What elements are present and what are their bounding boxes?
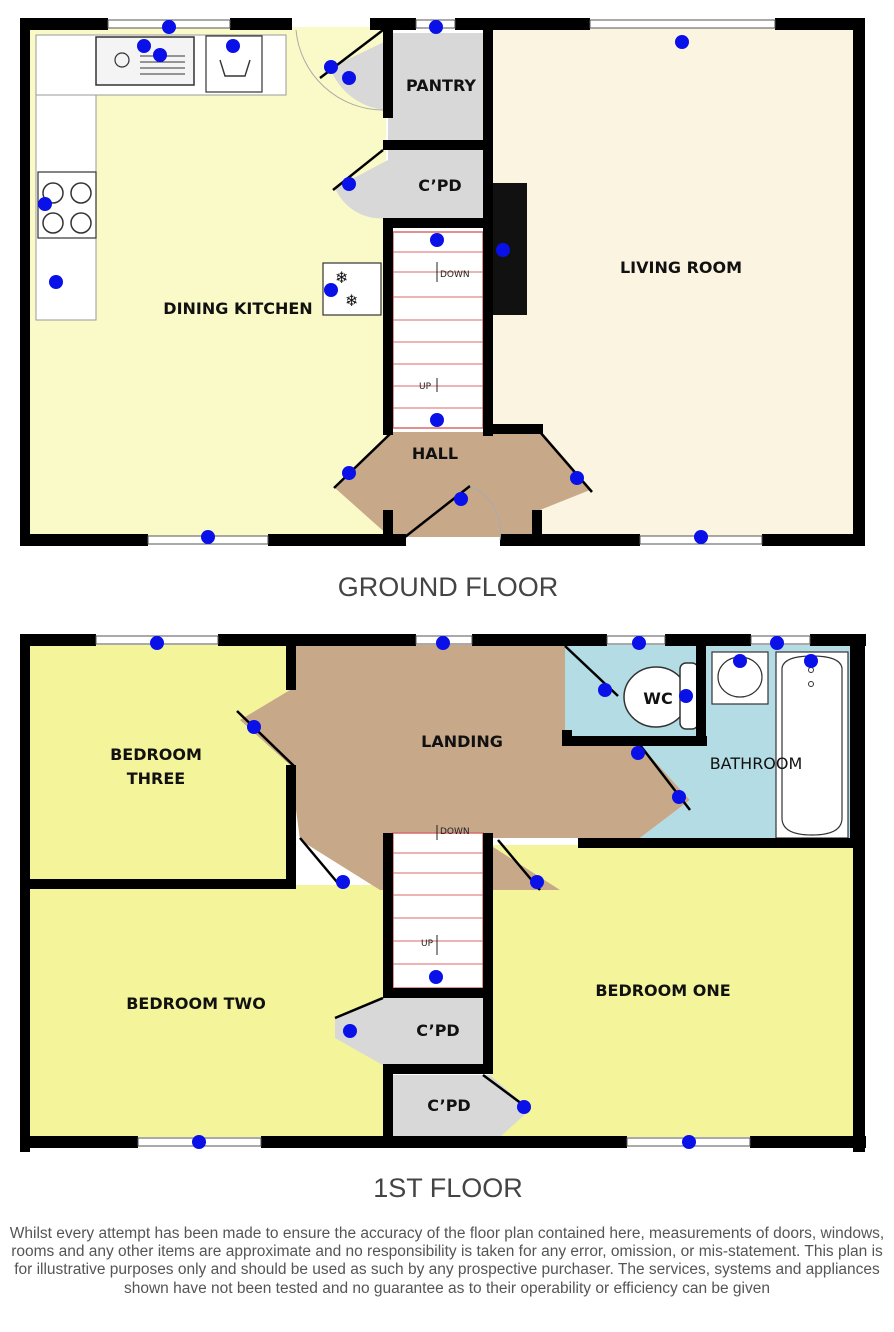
bedroom-one-area [490, 845, 856, 1137]
bedroom-three-label-line1: BEDROOM [110, 745, 202, 764]
marker-dot [226, 39, 240, 53]
first-floor-title: 1ST FLOOR [373, 1173, 523, 1203]
sink [95, 36, 195, 86]
marker-dot [429, 970, 443, 984]
first-stairs-up-label: UP [421, 939, 434, 949]
marker-dot [137, 39, 151, 53]
bedroom-three-area [28, 645, 290, 885]
sink-drain [114, 52, 130, 68]
marker-dot [247, 720, 261, 734]
marker-dot [570, 471, 584, 485]
marker-dot [454, 492, 468, 506]
cupboard-two-area [388, 1075, 530, 1137]
marker-dot [770, 636, 784, 650]
marker-dot [679, 689, 693, 703]
cupboard-area [388, 150, 488, 222]
ground-stairs-up-label: UP [419, 382, 432, 392]
first-stairs-down-label: DOWN [440, 827, 470, 837]
cupboard-label: C’PD [418, 176, 461, 195]
marker-dot [430, 413, 444, 427]
marker-dot [733, 654, 747, 668]
marker-dot [192, 1135, 206, 1149]
bathroom-label: BATHROOM [710, 754, 803, 773]
bedroom-one-label: BEDROOM ONE [595, 981, 730, 1000]
marker-dot [429, 20, 443, 34]
living-room-label: LIVING ROOM [620, 258, 742, 277]
marker-dot [632, 636, 646, 650]
marker-dot [153, 48, 167, 62]
marker-dot [342, 466, 356, 480]
marker-dot [343, 1024, 357, 1038]
bedroom-two-area [28, 885, 386, 1137]
ground-walls [20, 18, 865, 546]
washing-machine-icon [219, 59, 251, 77]
dining-kitchen-label: DINING KITCHEN [163, 299, 312, 318]
marker-dot [49, 275, 63, 289]
ground-stairs-down-label: DOWN [440, 270, 470, 280]
pantry-door-swing [330, 40, 388, 110]
marker-dot [342, 71, 356, 85]
ground-floor-plan: ❄ ❄ DOWN UP [20, 18, 865, 602]
marker-dot [598, 683, 612, 697]
bedroom-three-label-line2: THREE [127, 769, 185, 788]
snowflake-icon: ❄ [345, 291, 358, 310]
marker-dot [672, 790, 686, 804]
marker-dot [342, 177, 356, 191]
first-walls [20, 634, 866, 1152]
hall-area [335, 432, 590, 537]
marker-dot [436, 636, 450, 650]
disclaimer-text: Whilst every attempt has been made to en… [9, 1225, 885, 1297]
cupboard-door-swing [335, 160, 388, 219]
marker-dot [530, 875, 544, 889]
ground-stairs [392, 231, 484, 429]
marker-dot [517, 1100, 531, 1114]
first-floor-plan: DOWN UP [20, 634, 866, 1203]
wc-label: WC [643, 689, 672, 708]
landing-label: LANDING [421, 732, 503, 751]
pantry-label: PANTRY [406, 76, 476, 95]
cupboard-one-area [335, 995, 488, 1068]
marker-dot [694, 530, 708, 544]
bedroom-two-label: BEDROOM TWO [126, 994, 266, 1013]
marker-dot [804, 654, 818, 668]
marker-dot [675, 35, 689, 49]
marker-dot [201, 530, 215, 544]
marker-dot [38, 197, 52, 211]
marker-dot [324, 60, 338, 74]
hall-label: HALL [412, 444, 458, 463]
ground-floor-title: GROUND FLOOR [338, 572, 559, 602]
snowflake-icon: ❄ [335, 268, 348, 287]
ground-markers [38, 20, 708, 544]
marker-dot [162, 20, 176, 34]
cupboard-two-label: C’PD [427, 1096, 470, 1115]
marker-dot [631, 746, 645, 760]
cupboard-one-label: C’PD [416, 1021, 459, 1040]
first-stairs [392, 832, 484, 989]
first-markers [150, 636, 818, 1149]
marker-dot [336, 875, 350, 889]
marker-dot [324, 283, 338, 297]
marker-dot [150, 636, 164, 650]
pantry-area [388, 33, 488, 141]
marker-dot [430, 233, 444, 247]
marker-dot [682, 1135, 696, 1149]
marker-dot [496, 243, 510, 257]
